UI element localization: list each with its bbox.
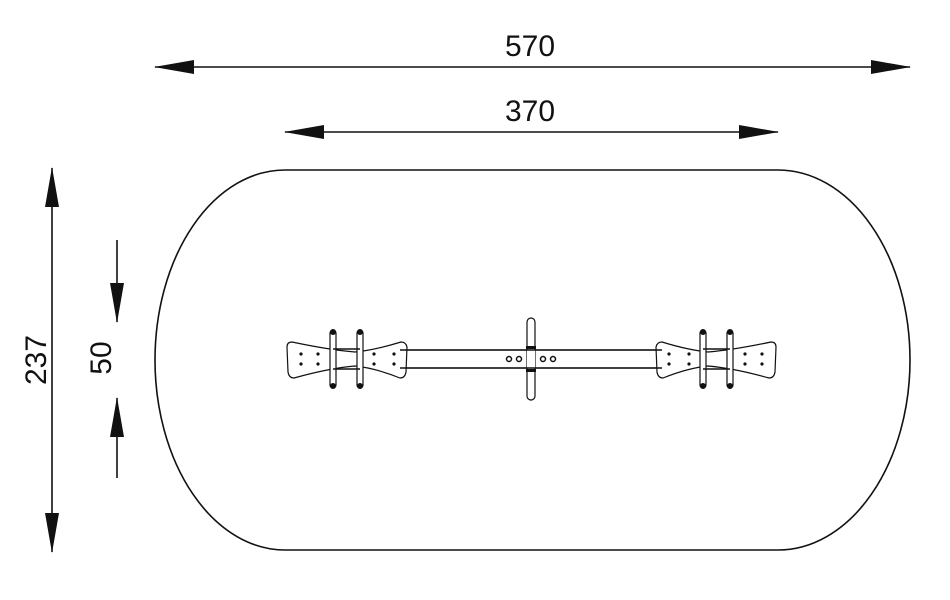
seat-left	[286, 329, 408, 389]
handle-icon	[699, 329, 707, 389]
seesaw	[286, 317, 777, 401]
dimension-label-50: 50	[85, 341, 118, 374]
dimension-label-370: 370	[505, 95, 555, 128]
handle-icon	[726, 329, 734, 389]
seat-right	[655, 329, 777, 389]
dimension-overall-length: 570	[154, 30, 911, 74]
pivot	[400, 317, 662, 401]
dimension-overall-width: 237	[20, 167, 60, 553]
dimension-equipment-width: 50	[85, 240, 124, 478]
handle-icon	[356, 329, 364, 389]
dimension-equipment-length: 370	[284, 95, 779, 139]
dimension-label-570: 570	[505, 30, 555, 63]
dimension-label-237: 237	[20, 335, 53, 385]
handle-icon	[329, 329, 337, 389]
safety-area-outline	[154, 169, 911, 551]
